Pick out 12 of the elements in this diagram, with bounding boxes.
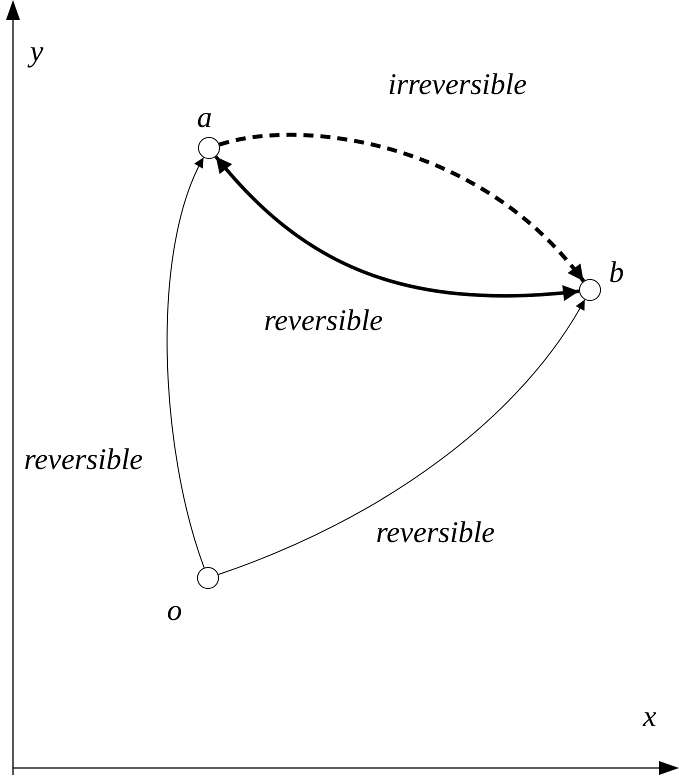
axis-label: y: [30, 37, 44, 67]
axis-label: x: [643, 702, 656, 732]
arrow: [218, 132, 586, 282]
state-label: b: [609, 258, 624, 288]
state-label: o: [167, 596, 182, 626]
state-circle: [198, 137, 220, 159]
arrow: [166, 157, 205, 568]
arrow: [214, 155, 580, 301]
state-label: a: [197, 103, 212, 133]
arrow: [218, 299, 586, 575]
state-circle: [579, 279, 601, 301]
state-circle: [197, 567, 219, 589]
